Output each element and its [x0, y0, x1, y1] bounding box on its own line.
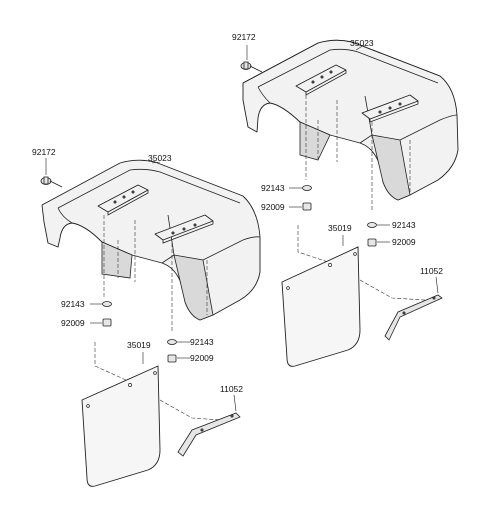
part-label: 92009	[190, 353, 214, 363]
fender-right	[242, 39, 459, 201]
part-label: 35023	[350, 38, 374, 48]
part-label: 35023	[148, 153, 172, 163]
bracket-right	[384, 294, 443, 341]
part-label: 92143	[61, 299, 85, 309]
part-label: 92172	[232, 32, 256, 42]
part-label: 11052	[220, 384, 243, 394]
part-label: 92009	[61, 318, 85, 328]
nut-icon	[167, 354, 177, 363]
bracket-left	[177, 412, 241, 457]
fender-assembly-left: 92172 35023 92143 92009 92143 92009 3501…	[32, 147, 261, 487]
part-label: 35019	[127, 340, 151, 350]
washer-icon	[102, 301, 112, 307]
part-label: 92143	[261, 183, 285, 193]
part-label: 11052	[420, 266, 443, 276]
mud-flap-right	[281, 246, 361, 367]
nut-icon	[302, 202, 312, 211]
fender-assembly-right: 92172 35023 92143 92009 92143 92009 3501…	[232, 32, 459, 367]
part-label: 92143	[190, 337, 214, 347]
washer-icon	[167, 339, 177, 345]
bolt-icon	[240, 61, 263, 73]
part-label: 92009	[392, 237, 416, 247]
washer-icon	[302, 185, 312, 191]
nut-icon	[367, 238, 377, 247]
part-label: 35019	[328, 223, 352, 233]
part-label: 92143	[392, 220, 416, 230]
bolt-icon	[40, 176, 63, 188]
washer-icon	[367, 222, 377, 228]
fender-left	[41, 159, 261, 321]
part-label: 92009	[261, 202, 285, 212]
nut-icon	[102, 318, 112, 327]
part-label: 92172	[32, 147, 56, 157]
mud-flap-left	[81, 365, 161, 487]
